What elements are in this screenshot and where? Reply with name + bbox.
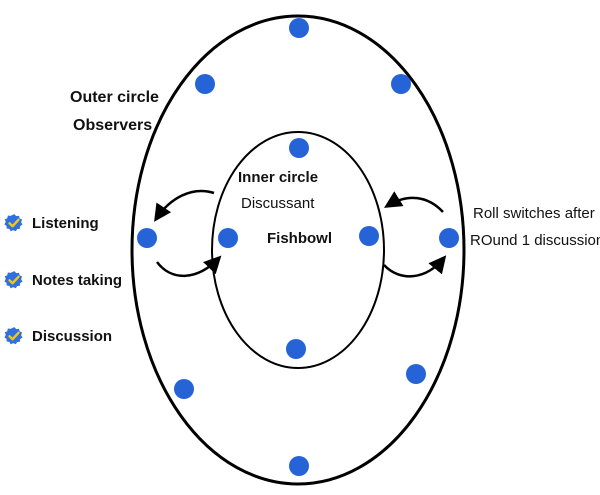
legend-label: Discussion bbox=[32, 327, 113, 345]
inner-participant-dot bbox=[359, 226, 379, 246]
swap-arrow-left-lower bbox=[156, 255, 222, 277]
outer-participant-dot bbox=[137, 228, 157, 248]
roll-switch-note-line2: ROund 1 discussion bbox=[470, 232, 600, 249]
legend-item-notes-taking: Notes taking bbox=[4, 270, 122, 290]
legend-label: Listening bbox=[32, 214, 99, 232]
outer-circle-subtitle: Observers bbox=[73, 117, 153, 134]
outer-circle-title: Outer circle bbox=[70, 89, 159, 106]
inner-circle-title: Inner circle bbox=[238, 169, 319, 186]
swap-arrow-right-upper bbox=[384, 191, 444, 213]
roll-switch-note-line1: Roll switches after bbox=[473, 205, 595, 222]
swap-arrow-right-lower bbox=[383, 255, 447, 278]
check-badge-icon bbox=[4, 214, 23, 232]
outer-circle bbox=[130, 14, 466, 486]
legend-label: Notes taking bbox=[32, 271, 123, 289]
outer-participant-dot bbox=[195, 74, 215, 94]
inner-circle bbox=[211, 131, 385, 369]
swap-arrow-left-upper bbox=[154, 189, 215, 222]
check-badge-icon bbox=[4, 327, 23, 345]
check-badge-icon bbox=[4, 271, 23, 289]
outer-participant-dot bbox=[391, 74, 411, 94]
outer-participant-dot bbox=[439, 228, 459, 248]
inner-participant-dot bbox=[289, 138, 309, 158]
inner-participant-dot bbox=[218, 228, 238, 248]
legend-item-listening: Listening bbox=[4, 213, 99, 233]
outer-participant-dot bbox=[289, 18, 309, 38]
inner-circle-subtitle: Discussant bbox=[241, 195, 315, 212]
outer-participant-dot bbox=[289, 456, 309, 476]
legend-item-discussion: Discussion bbox=[4, 326, 112, 346]
outer-participant-dot bbox=[174, 379, 194, 399]
inner-participant-dot bbox=[286, 339, 306, 359]
fishbowl-label: Fishbowl bbox=[267, 230, 332, 247]
outer-participant-dot bbox=[406, 364, 426, 384]
